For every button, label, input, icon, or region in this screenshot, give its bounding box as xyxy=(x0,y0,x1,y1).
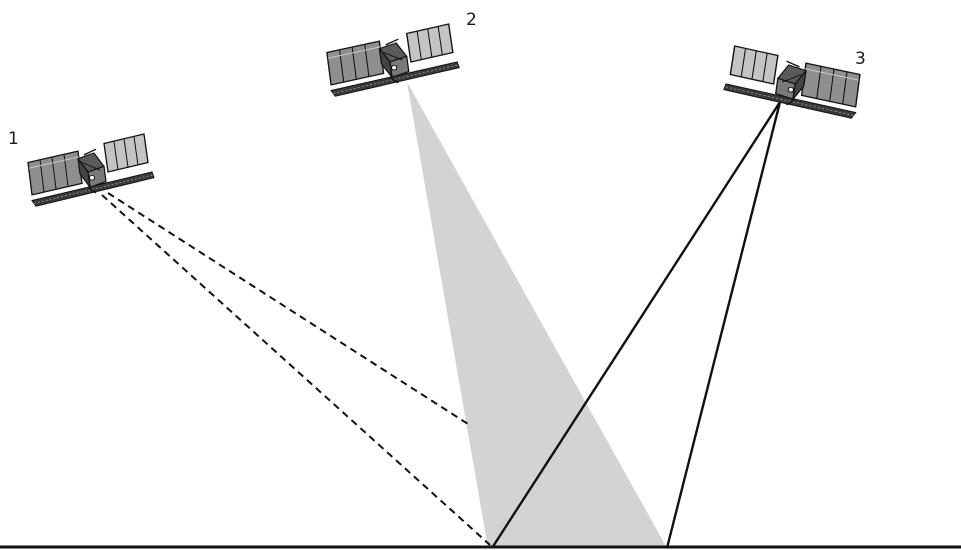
satellite-1: 1 xyxy=(8,129,155,207)
satellite-3-beam-right xyxy=(665,101,782,549)
satellite-3: 3 xyxy=(723,45,866,120)
satellite-3-label: 3 xyxy=(855,49,866,69)
satellite-3-beams xyxy=(490,101,782,549)
satellite-1-beam-upper xyxy=(107,192,469,425)
satellite-1-beams xyxy=(101,192,491,546)
satellite-2: 2 xyxy=(326,10,477,98)
satellite-3-beam-left xyxy=(490,101,782,549)
satellite-2-label: 2 xyxy=(466,10,477,30)
satellite-2-beam-cone xyxy=(407,82,667,548)
satellite-1-beam-lower xyxy=(101,194,491,546)
satellite-1-label: 1 xyxy=(8,129,19,149)
